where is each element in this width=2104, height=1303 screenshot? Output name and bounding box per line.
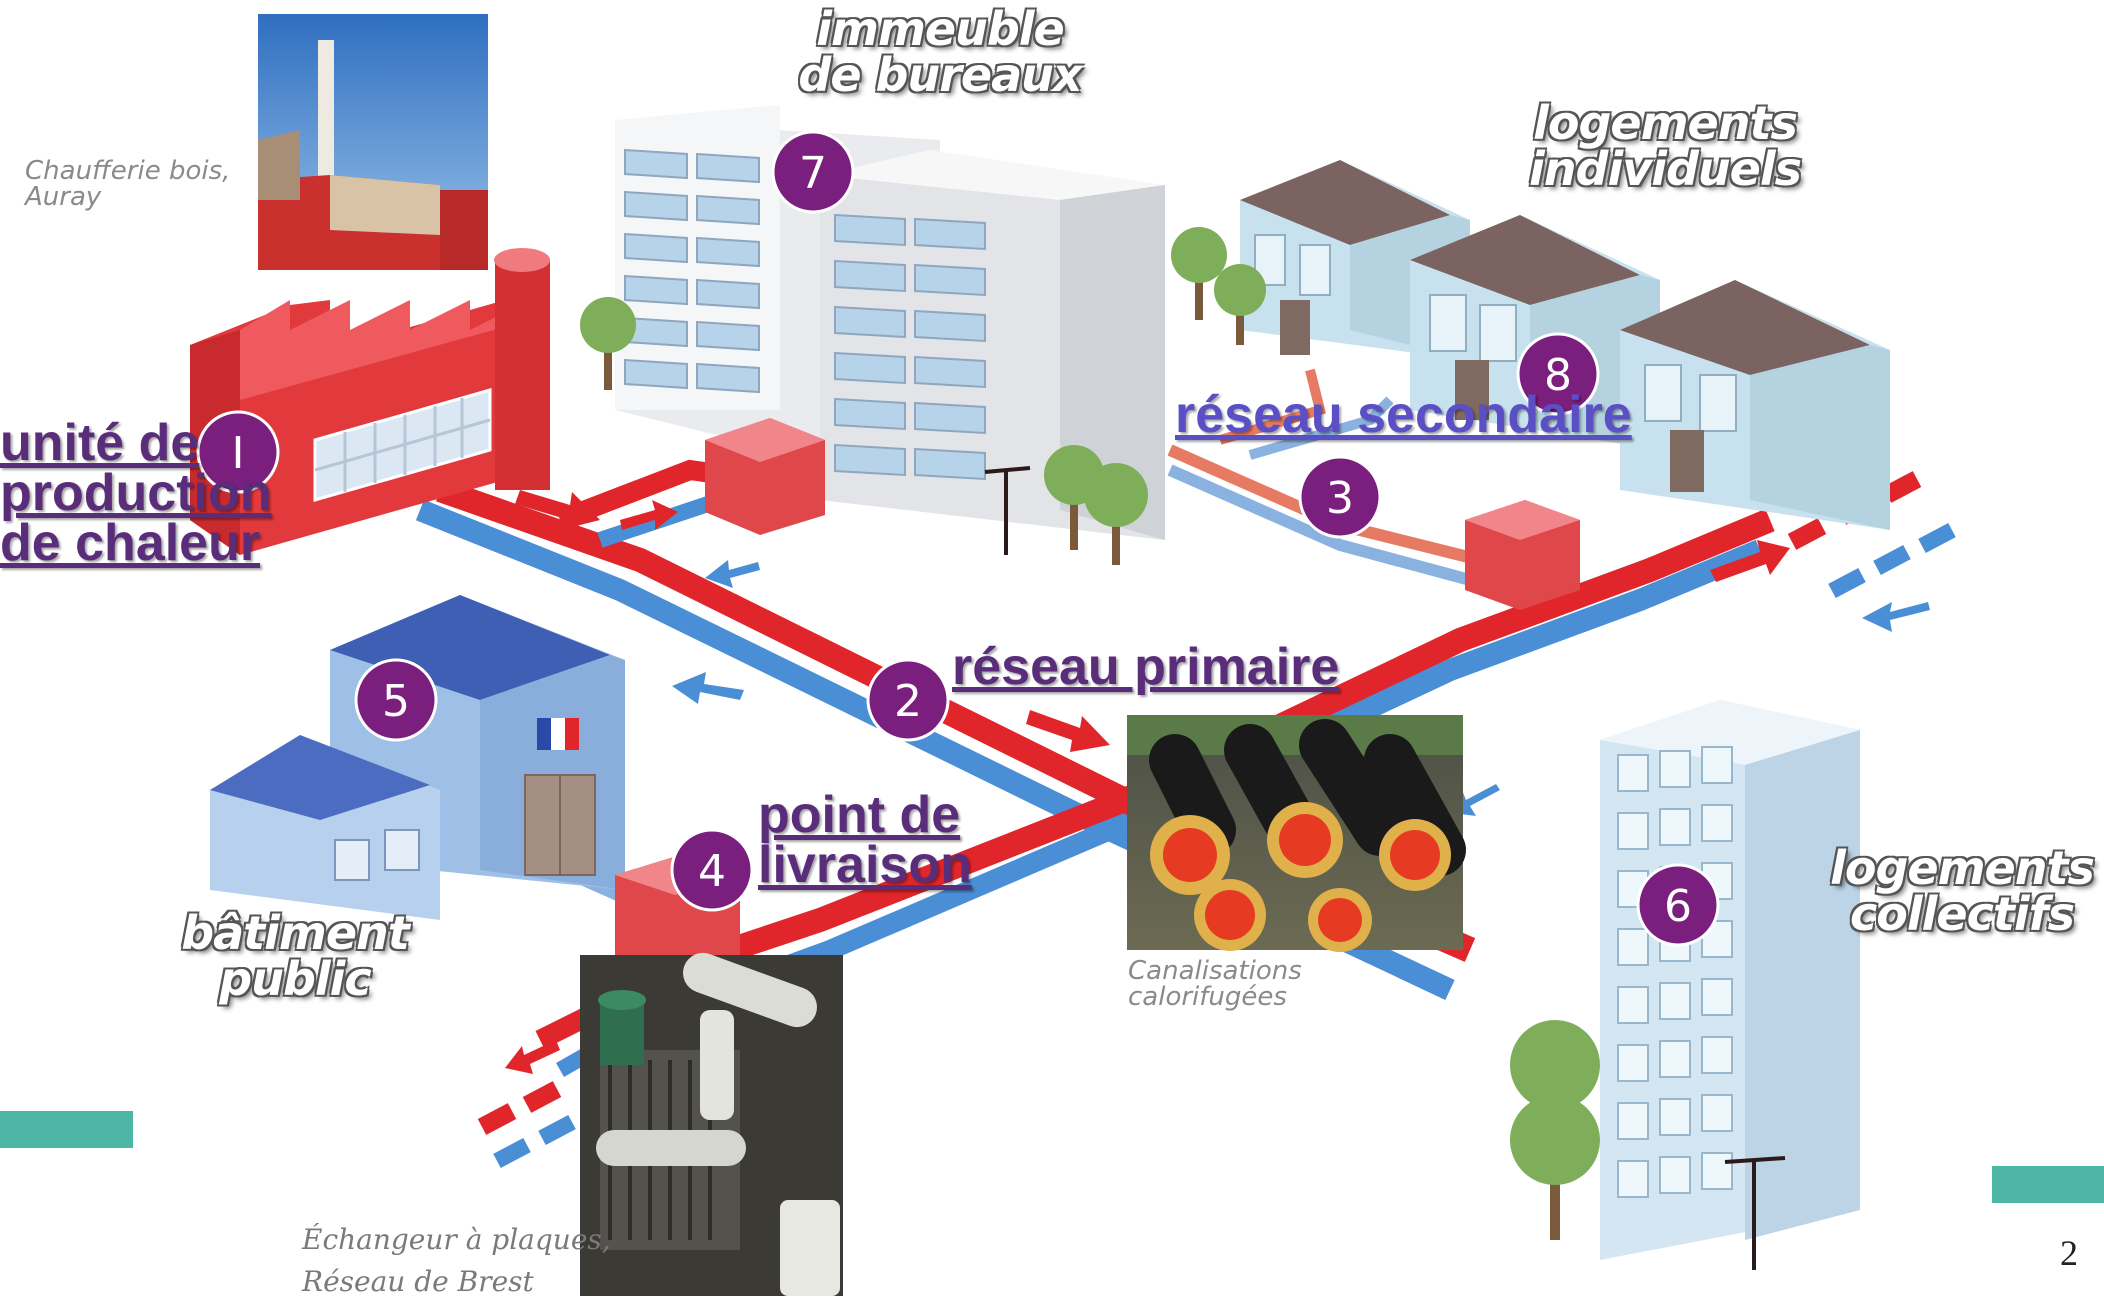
caption-echangeur: Échangeur à plaques, Réseau de Brest [302, 1223, 611, 1298]
badge-8: 8 [1516, 332, 1600, 416]
trees [580, 227, 1600, 1240]
office-window [624, 148, 688, 180]
number-badges: I 2 3 4 5 6 7 8 [196, 130, 1720, 947]
office-window [696, 152, 760, 184]
office-window [696, 320, 760, 352]
office-window [834, 305, 906, 339]
tower-window [1701, 978, 1733, 1016]
office-window [914, 217, 986, 251]
tower-window [1617, 928, 1649, 966]
tower-window [1701, 1036, 1733, 1074]
svg-text:4: 4 [698, 846, 726, 897]
flow-arrow-hot [505, 1040, 560, 1074]
svg-text:5: 5 [382, 676, 410, 727]
page-number: 2 [2060, 1233, 2078, 1273]
tower-window [1659, 808, 1691, 846]
label-logements-collectifs: logements collectifs [1830, 841, 2095, 941]
individual-houses [1240, 160, 1890, 530]
office-window [696, 194, 760, 226]
tower-window [1659, 1040, 1691, 1078]
heat-production-factory [190, 248, 550, 555]
badge-3: 3 [1298, 455, 1382, 539]
flow-arrow-hot [1710, 540, 1790, 582]
office-window [914, 309, 986, 343]
street-lamps [984, 466, 1786, 1270]
tower-window [1617, 986, 1649, 1024]
photo-chaufferie [258, 14, 488, 270]
tower-window [1659, 750, 1691, 788]
svg-text:7: 7 [799, 148, 827, 199]
svg-text:I: I [232, 428, 245, 479]
substation-office [705, 418, 825, 535]
photo-echangeur [580, 952, 843, 1296]
tower-window [1659, 1098, 1691, 1136]
badge-2: 2 [866, 658, 950, 742]
badge-6: 6 [1636, 863, 1720, 947]
link-point-de-livraison[interactable]: point de livraison [758, 786, 972, 894]
office-window [914, 447, 986, 481]
accent-bar-right [1992, 1166, 2104, 1203]
tower-window [1617, 812, 1649, 850]
photo-canalisations [1127, 715, 1466, 952]
label-logements-individuels: logements individuels [1529, 96, 1802, 196]
link-reseau-primaire[interactable]: réseau primaire [952, 638, 1340, 696]
tower-window [1617, 754, 1649, 792]
badge-1: I [196, 410, 280, 494]
office-window [914, 355, 986, 389]
tower-window [1617, 1102, 1649, 1140]
public-building [210, 595, 625, 920]
tower-windows [1617, 746, 1733, 1198]
badge-5: 5 [354, 658, 438, 742]
flow-arrows [505, 490, 1930, 1074]
link-reseau-secondaire[interactable]: réseau secondaire [1175, 386, 1632, 444]
svg-text:6: 6 [1664, 881, 1692, 932]
flow-arrow-hot [1026, 710, 1110, 752]
office-window [696, 236, 760, 268]
office-window [834, 351, 906, 385]
substation-secondary [1465, 500, 1580, 610]
office-window [624, 190, 688, 222]
office-window [914, 401, 986, 435]
office-window [624, 232, 688, 264]
tower-window [1701, 1152, 1733, 1190]
flow-arrow-cold [705, 560, 760, 588]
label-batiment-public: bâtiment public [181, 906, 410, 1006]
office-window [624, 358, 688, 390]
label-immeuble-de-bureaux: immeuble de bureaux [798, 2, 1082, 102]
office-window [624, 274, 688, 306]
office-window [696, 278, 760, 310]
tower-window [1659, 982, 1691, 1020]
tower-window [1701, 746, 1733, 784]
caption-canalisations: Canalisations calorifugées [1128, 956, 1302, 1012]
office-window [834, 259, 906, 293]
flow-arrow-hot [515, 490, 600, 530]
flow-arrow-cold [1862, 602, 1930, 632]
flow-arrow-cold [672, 672, 744, 704]
secondary-cold-pipe [1167, 464, 1472, 586]
office-window [834, 443, 906, 477]
svg-text:8: 8 [1544, 350, 1572, 401]
tower-window [1701, 1094, 1733, 1132]
badge-4: 4 [670, 828, 754, 912]
french-flag-icon [537, 718, 579, 750]
tower-window [1617, 1044, 1649, 1082]
office-window [834, 397, 906, 431]
office-window [914, 263, 986, 297]
flow-arrow-hot [620, 500, 678, 530]
tower-window [1701, 804, 1733, 842]
office-window [834, 213, 906, 247]
svg-text:2: 2 [894, 676, 922, 727]
tower-window [1617, 1160, 1649, 1198]
office-window [696, 362, 760, 394]
office-windows [624, 148, 986, 481]
tower-window [1659, 1156, 1691, 1194]
accent-bar-left [0, 1111, 133, 1148]
svg-text:3: 3 [1326, 473, 1354, 524]
link-unite-de-production[interactable]: unité de production de chaleur [0, 414, 272, 572]
badge-7: 7 [771, 130, 855, 214]
caption-chaufferie: Chaufferie bois, Auray [25, 156, 231, 212]
